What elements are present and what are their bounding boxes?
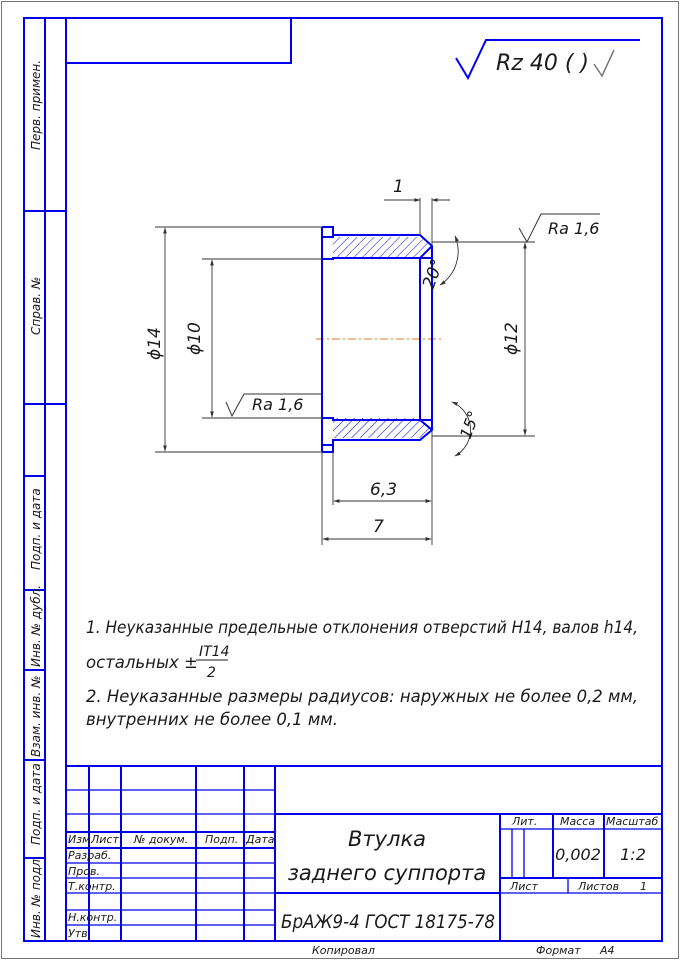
masshtab-label: Масштаб (606, 815, 658, 828)
list-label: Лист (509, 880, 538, 893)
col-podp: Подп. (205, 833, 238, 846)
listov-label: Листов (577, 880, 619, 893)
masshtab-value: 1:2 (620, 845, 646, 864)
dim-angle-bottom: 15° (451, 401, 483, 457)
row-prov: Пров. (68, 865, 100, 878)
col-list: Лист (90, 833, 119, 846)
label-inv-podl: Инв. № подл. (29, 855, 43, 938)
label-vzam-inv: Взам. инв. № (29, 676, 43, 757)
kopiroval-label: Копировал (312, 944, 375, 957)
margin-labels: Перв. примен. Справ. № Подп. и дата Инв.… (29, 60, 43, 938)
ra-outer-mark: Ra 1,6 (518, 213, 600, 244)
note2-line1: 2. Неуказанные размеры радиусов: наружны… (86, 687, 638, 706)
dim-diam-shank-text: ϕ12 (502, 322, 522, 355)
ra-inner-mark: Ra 1,6 (225, 393, 322, 418)
note1-prefix: остальных ± (86, 653, 198, 672)
label-inv-dubl: Инв. № дубл. (29, 585, 43, 667)
row-nkontr: Н.контр. (68, 911, 117, 924)
roughness-label: Rz 40 ( ) (496, 51, 589, 76)
dim-length-total: 7 (322, 517, 432, 541)
format-label: Формат (536, 944, 581, 957)
doc-name-line2: заднего суппорта (288, 861, 486, 885)
dim-diam-hole: ϕ10 (185, 258, 322, 419)
dim-diam-shank: ϕ12 (432, 241, 535, 437)
dim-diam-outer: ϕ14 (145, 226, 322, 453)
dim-diam-outer-text: ϕ14 (145, 327, 165, 360)
row-tkontr: Т.контр. (68, 880, 116, 893)
listov-value: 1 (640, 880, 647, 893)
dim-angle-top-text: 20° (419, 257, 448, 292)
label-podp-data-1: Подп. и дата (29, 488, 43, 570)
title-block: Изм. Лист № докум. Подп. Дата Разраб. Пр… (66, 765, 662, 941)
note1-frac-num: IT14 (199, 644, 230, 660)
ra-outer-text: Ra 1,6 (548, 219, 599, 238)
row-razrab: Разраб. (68, 849, 111, 862)
col-izm: Изм. (68, 833, 94, 846)
col-data: Дата (245, 833, 275, 846)
technical-notes: 1. Неуказанные предельные отклонения отв… (86, 618, 638, 729)
massa-label: Масса (560, 815, 595, 828)
bushing-section (321, 226, 434, 453)
material-text: БрАЖ9-4 ГОСТ 18175-78 (281, 911, 495, 933)
label-podp-data-2: Подп. и дата (29, 763, 43, 845)
format-value: А4 (599, 944, 615, 957)
dim-diam-hole-text: ϕ10 (185, 322, 205, 355)
doc-name-line1: Втулка (348, 827, 426, 851)
col-dokum: № докум. (133, 833, 188, 846)
lit-label: Лит. (511, 815, 537, 828)
label-perv-primen: Перв. примен. (29, 60, 43, 150)
massa-value: 0,002 (555, 845, 601, 864)
note1-line1: 1. Неуказанные предельные отклонения отв… (86, 618, 638, 637)
note2-line2: внутренних не более 0,1 мм. (86, 710, 338, 729)
ra-inner-text: Ra 1,6 (252, 395, 303, 414)
dim-chamfer-text: 1 (393, 177, 404, 197)
check-mark-icon (593, 49, 615, 78)
dim-length-total-text: 7 (373, 517, 384, 537)
row-utv: Утв. (68, 927, 91, 940)
dim-chamfer: 1 (384, 177, 450, 246)
note1-frac-den: 2 (207, 665, 216, 681)
label-sprav-no: Справ. № (29, 277, 43, 335)
dim-length-shank: 6,3 (321, 430, 433, 545)
main-frame (23, 17, 663, 942)
sheet-footer: Копировал Формат А4 (312, 944, 615, 957)
roughness-sign: Rz 40 ( ) (455, 39, 640, 81)
dim-length-shank-text: 6,3 (370, 480, 397, 500)
